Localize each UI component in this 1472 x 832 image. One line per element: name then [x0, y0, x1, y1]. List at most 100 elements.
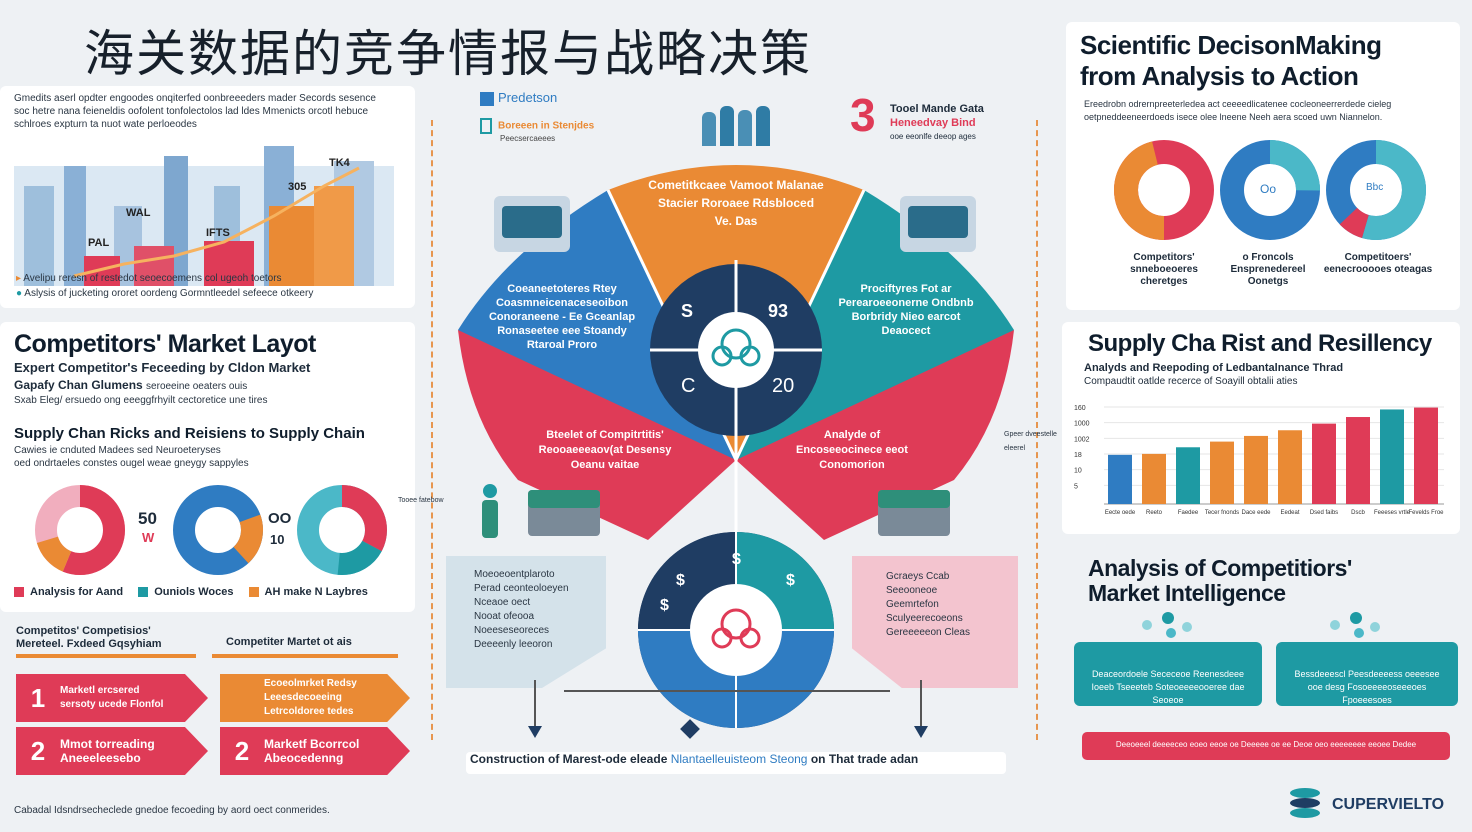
x-tick-label: Fevelds Froe — [1408, 510, 1444, 516]
network-icon — [1142, 612, 1198, 640]
database-logo-icon — [1290, 788, 1320, 822]
donut-label-50: 50 — [138, 509, 157, 528]
cube-stack-icon — [878, 490, 950, 536]
sub-heading-2: Gapafy Chan Glumens seroeeine oeaters ou… — [14, 378, 248, 392]
intel-banner: Deeoeeel deeeeceo eoeo eeoe oe Deeeee oe… — [1082, 732, 1450, 760]
bar — [1176, 447, 1200, 504]
list-item: Seeooneoe — [886, 585, 938, 596]
donut-chart-2 — [173, 485, 263, 575]
center-tag-1: Predetson — [480, 90, 557, 106]
list-item: Sculyeerecoeons — [886, 613, 963, 624]
bar — [1312, 423, 1336, 504]
supply-chain-risk-heading: Supply Cha Rist and Resillency — [1088, 330, 1432, 357]
right-mid-left-note: Gpeer dveestelle eleerel — [1004, 431, 1057, 452]
bar — [1210, 441, 1234, 504]
donut-label-10: 10 — [270, 532, 285, 547]
divider-right — [1036, 120, 1038, 740]
center-tag-3: Tooel Mande Gata Heneedvay Bind ooe eeon… — [890, 103, 984, 141]
legend-item-3: AH make N Laybres — [264, 586, 368, 598]
step-arrow-3: 2 Ecoeolmrket Redsy Leeesdecoeeing Letrc… — [220, 674, 410, 722]
decision-making-heading: Scientific DecisonMaking from Analysis t… — [1080, 30, 1382, 91]
page-title: 海关数据的竞争情报与战略决策 — [84, 25, 812, 83]
bar — [1278, 430, 1302, 504]
list-item: Moeoeoentplaroto — [474, 569, 555, 580]
list-item: Gcraeys Ccab — [886, 571, 950, 582]
segment-right-text: Prociftyres Fot ar Perearoeeonerne Ondbn… — [838, 283, 974, 337]
connector-line — [534, 680, 536, 728]
segment-bottom-right — [736, 330, 1014, 540]
step-arrow-2: 2 Mmot torreading Aneeeleesebo — [16, 727, 208, 775]
chart-label: 305 — [288, 181, 306, 193]
right-mid-panel: Supply Cha Rist and Resillency Analyds a… — [1062, 322, 1460, 534]
right-top-panel: Scientific DecisonMaking from Analysis t… — [1066, 22, 1460, 310]
bracket-icon — [480, 118, 492, 134]
decision-donut-3-center: Bbc — [1366, 182, 1384, 193]
bar — [1346, 417, 1370, 504]
left-bottom-col2-heading: Competiter Martet ot ais — [226, 636, 352, 648]
left-bottom-col2-rule — [212, 654, 398, 658]
decision-donut-3 — [1326, 140, 1426, 240]
x-tick-label: Reeto — [1146, 510, 1163, 516]
segment-bl-text: Bteelet of Compitrtitis' Reooaeeeaov(at … — [538, 429, 672, 471]
bar — [1414, 407, 1438, 504]
step-text: Marketf Bcorrcol Abeocedenng — [264, 737, 360, 765]
segment-bottom-left — [458, 330, 736, 540]
decision-donut-1 — [1114, 140, 1214, 240]
doc-icon — [480, 91, 494, 106]
list-item: Nceaoe oect — [474, 597, 531, 608]
donut-legend: Analysis for Aand Ouniols Woces AH make … — [14, 586, 368, 598]
y-tick-label: 1000 — [1074, 421, 1090, 428]
step-number: 2 — [30, 735, 46, 766]
decision-label-1: Competitors' snneboeoeres cheretges — [1130, 252, 1198, 287]
sub-heading-1: Expert Competitor's Feceeding by Cldon M… — [14, 360, 311, 375]
supply-risk-sub-1: Analyds and Reepoding of Ledbantalnance … — [1084, 362, 1344, 374]
inner-label: C — [681, 375, 695, 397]
sub-heading-3: Sxab Eleg/ ersuedo ong eeeggfrhyilt cect… — [14, 395, 268, 406]
y-tick-label: 18 — [1074, 452, 1082, 459]
market-intel-heading: Analysis of Competitiors' Market Intelli… — [1088, 555, 1352, 606]
step-number: 2 — [234, 735, 250, 766]
y-tick-label: 5 — [1074, 483, 1078, 490]
network-icon — [1330, 612, 1386, 640]
intel-card-1: Deaceordoele Sececeoe Reenesdeee Ioeeb T… — [1074, 642, 1262, 706]
server-stack-icon — [494, 196, 570, 252]
arrow-down-icon — [914, 726, 928, 738]
donut-label-w: W — [142, 530, 155, 545]
brand-name: CUPERVIELTO — [1332, 796, 1445, 813]
decision-making-body: Ereedrobn odrernpreeterledea act ceeeedl… — [1084, 99, 1392, 122]
supply-chain-heading: Supply Chan Ricks and Reisiens to Supply… — [14, 425, 365, 442]
intel-card-2: Bessdeeescl Peesdeeeess oeeesee ooe desg… — [1276, 642, 1458, 706]
list-item: Deeeenly leeoron — [474, 639, 553, 650]
segment-left-text: Coeaneetoteres Rtey Coasmneicenaceseoibo… — [488, 283, 636, 351]
decision-label-3: Competitoers' eenecrooooes oteagas — [1323, 252, 1433, 275]
people-group-icon — [696, 92, 776, 146]
svg-text:$: $ — [732, 551, 741, 568]
center-bottom-caption: Construction of Marest-ode eleade Nlanta… — [466, 752, 1006, 774]
arrow-down-icon — [528, 726, 542, 738]
donut-chart-3 — [297, 485, 387, 575]
competitors-layout-heading: Competitors' Market Layot — [14, 330, 316, 358]
list-item: Nooat ofeooa — [474, 611, 535, 622]
cube-stack-icon — [528, 490, 600, 536]
lower-right-list-panel: Gcraeys Ccab Seeooneoe Geemrtefon Sculye… — [852, 556, 1018, 688]
list-item: Noeeseseoreces — [474, 625, 550, 636]
segment-top-text: Cometitkcaee Vamoot Malanae Stacier Roro… — [648, 178, 824, 228]
list-item: Gereeeeeon Cleas — [886, 627, 970, 638]
chart-label: TK4 — [329, 157, 351, 169]
server-stack-icon — [900, 196, 976, 252]
list-item: Perad ceonteoloeyen — [474, 583, 569, 594]
step-arrow-4: 2 Marketf Bcorrcol Abeocedenng — [220, 727, 410, 775]
center-tag-2: Boreeen in Stenjdes Peecsercaeees — [480, 118, 594, 143]
decision-label-2: o Froncols Ensprenedereel Oonetgs — [1230, 252, 1306, 287]
bar — [1108, 454, 1132, 504]
bar — [1380, 409, 1404, 504]
supply-chain-body-2: oed ondrtaeles constes ougel weae gneygy… — [14, 458, 249, 469]
bullet-1: ▸ Avelipu reresn of restedot seoecoemens… — [16, 273, 282, 284]
lower-wheel: $ $ $ $ — [638, 532, 834, 728]
left-bottom-col1-rule — [16, 654, 196, 658]
donut-chart-1 — [35, 485, 125, 575]
connector-line — [564, 690, 890, 692]
left-mid-panel: Competitors' Market Layot Expert Competi… — [0, 322, 415, 612]
svg-text:$: $ — [676, 572, 685, 589]
brand-logo: CUPERVIELTO — [1290, 788, 1444, 822]
